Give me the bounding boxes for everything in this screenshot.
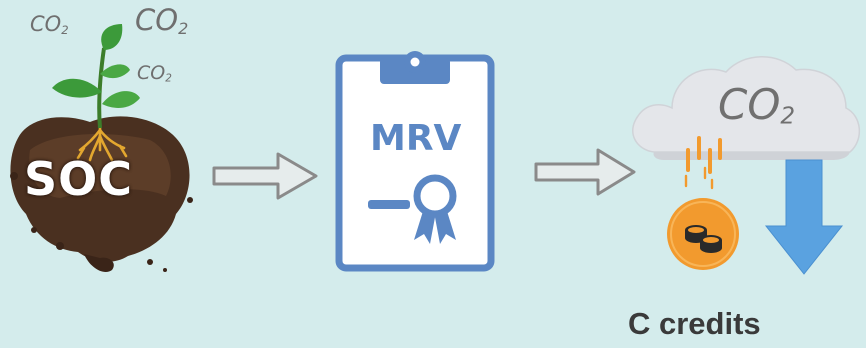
c-credits-caption: C credits [628, 306, 761, 341]
arrow-right-icon [534, 148, 636, 196]
mrv-label: MRV [370, 118, 462, 159]
co2-label: CO2 [30, 12, 69, 37]
co2-label: CO2 [135, 3, 189, 38]
coin-icon [667, 198, 739, 270]
clipboard-icon [335, 51, 495, 272]
co2-label: CO2 [137, 62, 172, 85]
roots-icon [76, 124, 128, 162]
soil-icon [10, 116, 193, 273]
arrow-right-icon [212, 152, 318, 200]
emission-lines-icon [686, 136, 722, 174]
down-arrow-icon [764, 159, 844, 275]
soc-label: SOC [24, 152, 133, 206]
plant-icon [52, 24, 140, 129]
cloud-co2-label: CO2 [718, 80, 796, 130]
cloud-icon [632, 56, 860, 160]
seal-icon [413, 174, 457, 244]
